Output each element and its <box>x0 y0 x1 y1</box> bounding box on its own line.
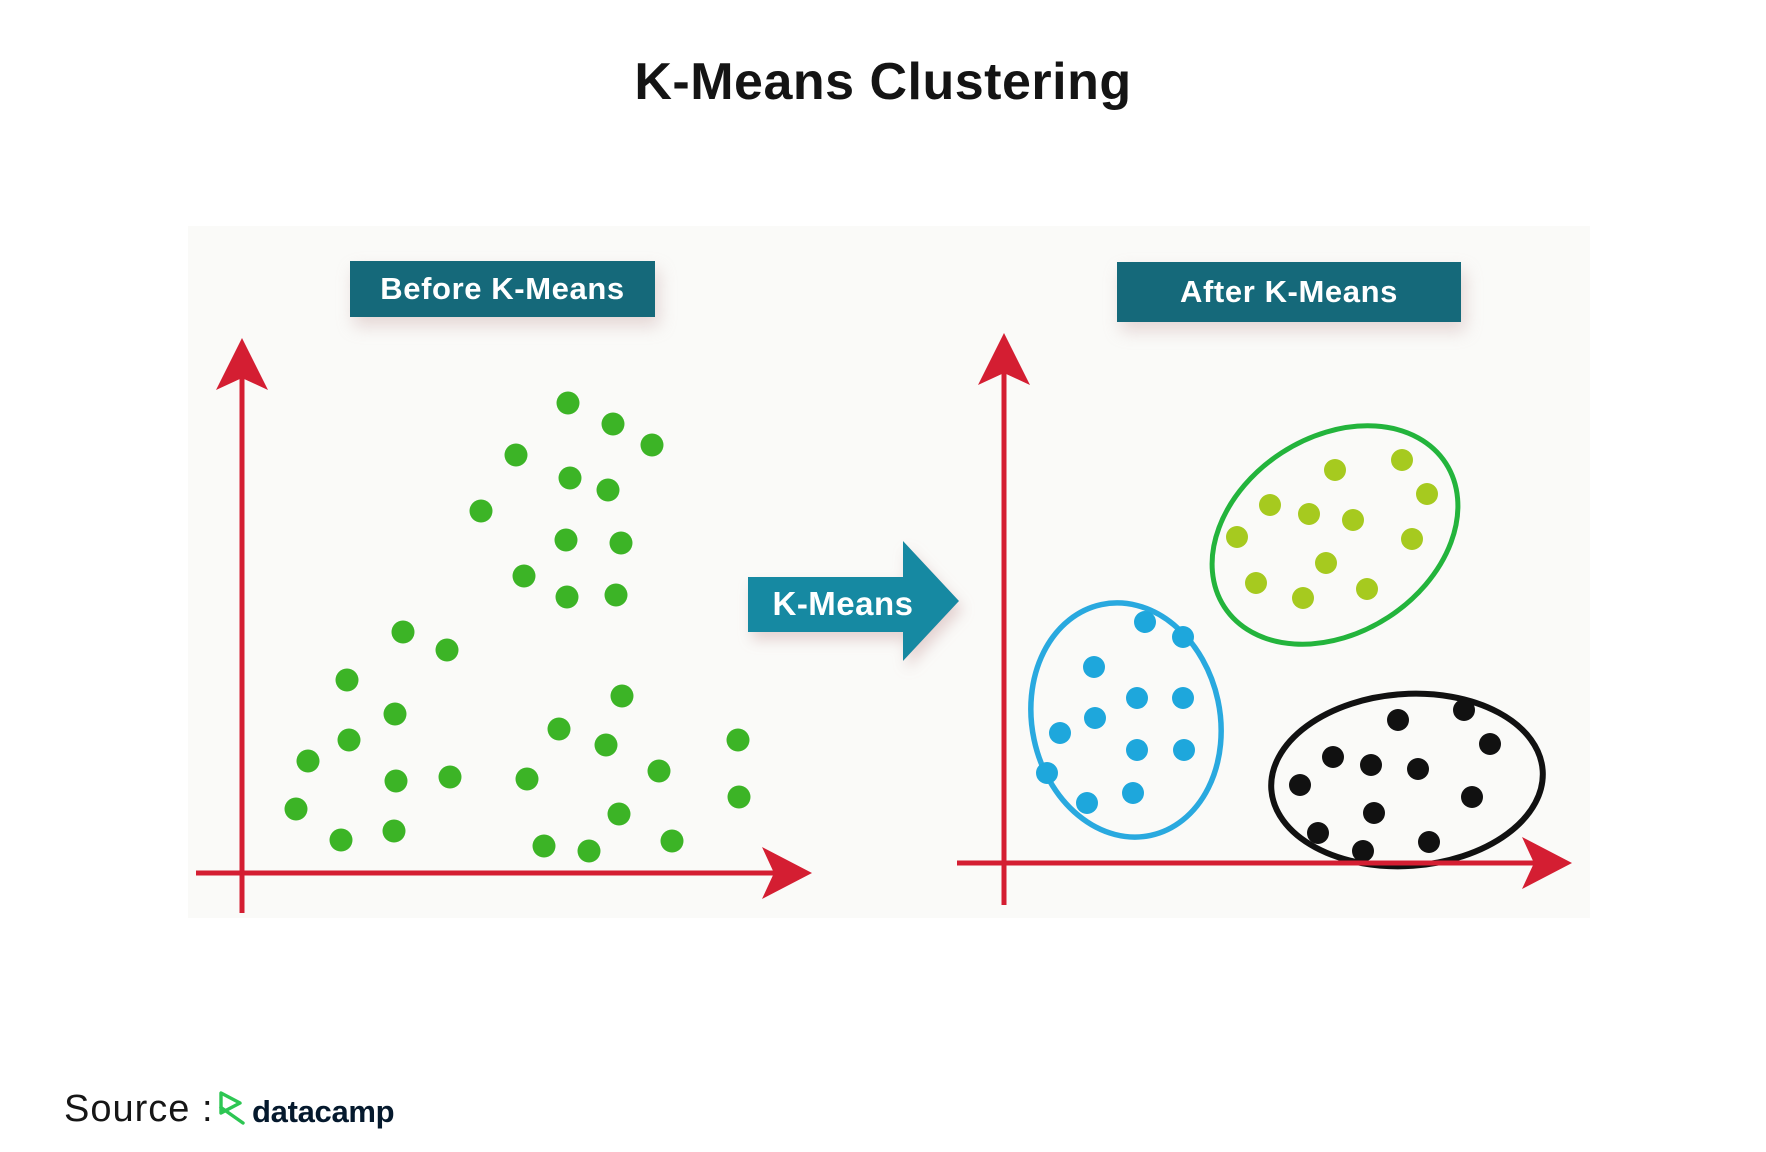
before-kmeans-label-text: Before K-Means <box>380 271 625 306</box>
data-point <box>727 785 751 809</box>
data-point <box>558 466 582 490</box>
data-point <box>1387 709 1409 731</box>
data-point <box>512 564 536 588</box>
data-point <box>1324 459 1346 481</box>
after-y-axis-arrowhead <box>978 333 1030 385</box>
data-point <box>1134 611 1156 633</box>
data-point <box>337 728 361 752</box>
data-point <box>1122 782 1144 804</box>
data-point <box>555 585 579 609</box>
before-plot <box>196 338 812 913</box>
cluster-black-ellipse <box>1268 690 1546 870</box>
data-point <box>610 684 634 708</box>
data-point <box>1298 503 1320 525</box>
data-point <box>1292 587 1314 609</box>
data-point <box>607 802 631 826</box>
kmeans-arrow-label: K-Means <box>748 575 938 633</box>
data-point <box>1315 552 1337 574</box>
data-point <box>383 702 407 726</box>
data-point <box>391 620 415 644</box>
data-point <box>1259 494 1281 516</box>
photo-backdrop <box>188 226 1590 918</box>
before-x-axis-arrowhead <box>762 847 812 899</box>
data-point <box>660 829 684 853</box>
data-point <box>1173 739 1195 761</box>
data-point <box>609 531 633 555</box>
before-unclustered-bottom-left <box>284 620 459 852</box>
kmeans-arrow-label-text: K-Means <box>772 585 914 622</box>
data-point <box>515 767 539 791</box>
data-point <box>556 391 580 415</box>
data-point <box>1407 758 1429 780</box>
data-point <box>1461 786 1483 808</box>
data-point <box>647 759 671 783</box>
data-point <box>1083 656 1105 678</box>
data-point <box>382 819 406 843</box>
cluster-blue-ellipse <box>1028 600 1224 840</box>
data-point <box>1363 802 1385 824</box>
data-point <box>1342 509 1364 531</box>
data-point <box>1356 578 1378 600</box>
after-kmeans-label-text: After K-Means <box>1180 274 1398 309</box>
data-point <box>1453 699 1475 721</box>
data-point <box>1126 687 1148 709</box>
data-point <box>1418 831 1440 853</box>
after-plot <box>957 333 1572 905</box>
data-point <box>640 433 664 457</box>
data-point <box>594 733 618 757</box>
data-point <box>1049 722 1071 744</box>
data-point <box>596 478 620 502</box>
data-point <box>1307 822 1329 844</box>
data-point <box>504 443 528 467</box>
data-point <box>532 834 556 858</box>
data-point <box>1084 707 1106 729</box>
data-point <box>604 583 628 607</box>
datacamp-wordmark: datacamp <box>252 1094 395 1129</box>
data-point <box>601 412 625 436</box>
data-point <box>1172 626 1194 648</box>
data-point <box>1036 762 1058 784</box>
before-unclustered-bottom-right <box>438 684 751 863</box>
data-point <box>438 765 462 789</box>
page-title: K-Means Clustering <box>634 53 1132 111</box>
data-point <box>1360 754 1382 776</box>
data-point <box>577 839 601 863</box>
data-point <box>1352 840 1374 862</box>
data-point <box>547 717 571 741</box>
data-point <box>1245 572 1267 594</box>
data-point <box>1126 739 1148 761</box>
data-point <box>435 638 459 662</box>
source-label: Source : <box>64 1088 214 1130</box>
data-point <box>1289 774 1311 796</box>
after-kmeans-label: After K-Means <box>1117 262 1461 322</box>
data-point <box>726 728 750 752</box>
data-point <box>335 668 359 692</box>
after-cluster-lime <box>1209 423 1461 647</box>
after-x-axis-arrowhead <box>1522 837 1572 889</box>
after-cluster-black <box>1268 690 1546 870</box>
data-point <box>329 828 353 852</box>
before-unclustered-top <box>469 391 664 609</box>
before-y-axis-arrowhead <box>216 338 268 390</box>
datacamp-icon <box>219 1091 245 1125</box>
data-point <box>284 797 308 821</box>
data-point <box>1391 449 1413 471</box>
data-point <box>1172 687 1194 709</box>
data-point <box>1416 483 1438 505</box>
data-point <box>554 528 578 552</box>
kmeans-arrow <box>748 541 959 661</box>
data-point <box>1226 526 1248 548</box>
data-point <box>1401 528 1423 550</box>
cluster-lime-ellipse <box>1209 423 1461 647</box>
data-point <box>384 769 408 793</box>
data-point <box>469 499 493 523</box>
data-point <box>1479 733 1501 755</box>
data-point <box>296 749 320 773</box>
data-point <box>1076 792 1098 814</box>
before-kmeans-label: Before K-Means <box>350 261 655 317</box>
data-point <box>1322 746 1344 768</box>
after-cluster-blue <box>1028 600 1224 840</box>
